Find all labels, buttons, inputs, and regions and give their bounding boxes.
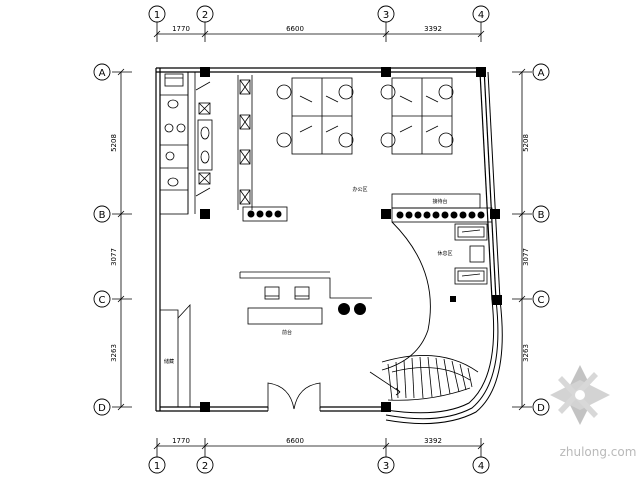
lounge-sofas [454,223,488,285]
shelf-right [391,193,493,223]
axis-bottom-1: 1 [154,461,160,472]
spiral-stair [369,355,479,401]
label-office: 办公区 [352,186,367,193]
axis-left-a: A [99,68,106,79]
axis-top-1: 1 [154,10,160,21]
dim-top-1: 1770 [172,25,190,33]
dimension-top [153,22,485,42]
front-desk [239,271,372,325]
axis-bubbles-bottom [148,456,490,474]
axis-right-a: A [538,68,545,79]
axis-bubbles-right [532,63,550,416]
watermark-logo [550,365,610,425]
dim-bottom-1: 1770 [172,437,190,445]
axis-bubbles-left [93,63,111,416]
dim-left-3: 3263 [110,344,118,362]
workstation-cluster-right [380,77,454,155]
dim-left-1: 5208 [110,134,118,152]
columns [200,67,502,412]
dim-left-2: 3077 [110,248,118,266]
office-partition [237,75,253,210]
shelf-left [242,206,288,222]
dim-bottom-2: 6600 [286,437,304,445]
axis-bottom-4: 4 [478,461,484,472]
restroom-block [159,71,213,215]
label-front-desk: 前台 [282,329,292,336]
dim-right-2: 3077 [522,248,530,266]
dim-bottom-3: 3392 [424,437,442,445]
axis-right-c: C [538,295,545,306]
entry-doors [267,382,321,411]
curved-facade [385,71,503,425]
axis-top-4: 4 [478,10,484,21]
pillar-small [450,296,456,302]
axis-left-b: B [99,210,106,221]
outer-walls [155,67,497,412]
dim-right-1: 5208 [522,134,530,152]
axis-right-d: D [537,403,545,414]
dim-top-2: 6600 [286,25,304,33]
dimension-right [512,68,532,411]
dim-right-3: 3263 [522,344,530,362]
dim-top-3: 3392 [424,25,442,33]
axis-left-c: C [99,295,106,306]
curved-partition [381,221,431,371]
axis-bottom-2: 2 [202,461,208,472]
dimension-left [112,68,132,411]
axis-bubbles-top [148,5,490,23]
dimension-bottom [153,438,485,458]
axis-top-2: 2 [202,10,208,21]
workstation-cluster-left [276,77,354,155]
threshold-marks [215,406,375,412]
axis-right-b: B [538,210,545,221]
axis-bottom-3: 3 [383,461,389,472]
label-reception-counter: 接待台 [432,198,447,205]
storage-room [159,303,191,407]
plants [338,303,366,315]
watermark-text: zhulong.com [560,445,637,459]
label-lounge: 休息区 [437,250,452,257]
label-storage: 储藏 [164,358,174,365]
axis-left-d: D [98,403,106,414]
axis-top-3: 3 [383,10,389,21]
